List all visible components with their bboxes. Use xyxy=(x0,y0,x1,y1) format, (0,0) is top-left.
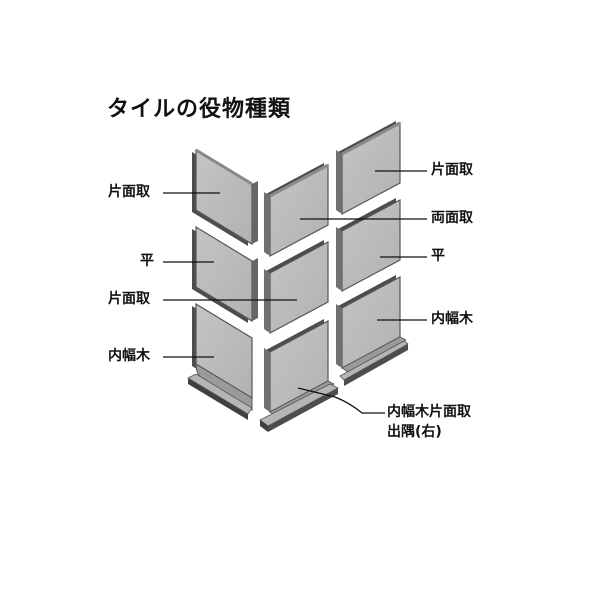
label-right-top: 片面取 xyxy=(431,162,473,178)
middle-tile-column xyxy=(259,163,339,432)
tile-middle-mid xyxy=(264,240,329,335)
tile-middle-base xyxy=(259,319,339,432)
label-right-both: 両面取 xyxy=(431,210,473,226)
diagram-title: タイルの役物種類 xyxy=(107,97,292,122)
leader-corner xyxy=(297,387,385,414)
tile-left-top xyxy=(192,148,258,246)
right-tile-column xyxy=(336,121,409,386)
label-corner-line1: 内幅木片面取 xyxy=(387,404,471,420)
label-right-base: 内幅木 xyxy=(431,311,473,327)
label-left-top: 片面取 xyxy=(108,184,150,200)
tile-left-base xyxy=(187,302,253,420)
tile-middle-top xyxy=(264,163,329,258)
tile-right-top xyxy=(336,121,401,216)
label-left-mid: 片面取 xyxy=(108,291,150,307)
tile-right-base xyxy=(336,275,409,386)
leader-lines xyxy=(163,170,427,414)
tile-right-flat xyxy=(336,198,401,293)
label-left-flat: 平 xyxy=(140,253,154,269)
left-tile-column xyxy=(187,148,258,420)
label-corner-line2: 出隅(右) xyxy=(387,424,442,440)
label-left-base: 内幅木 xyxy=(108,348,150,364)
label-right-flat: 平 xyxy=(431,248,445,264)
